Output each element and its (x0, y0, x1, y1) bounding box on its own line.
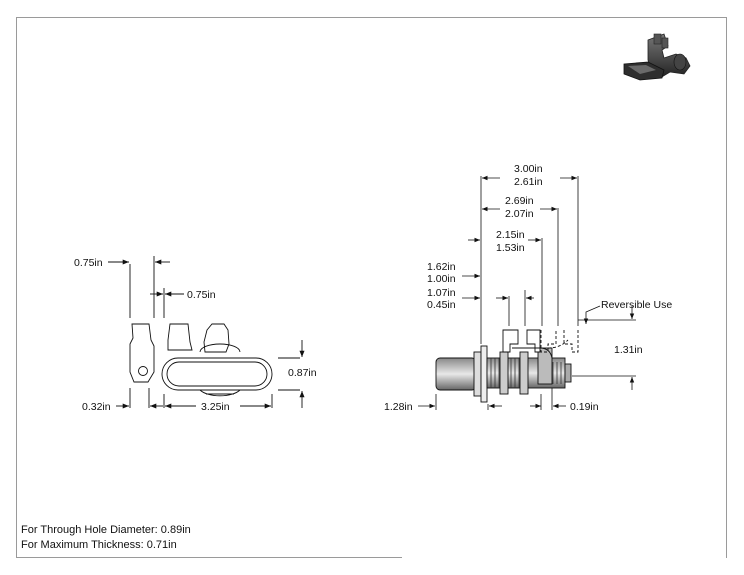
front-view-handle (161, 357, 273, 391)
side-view-knob (435, 357, 477, 391)
dim-side-2-61: 2.61in (514, 176, 543, 188)
dim-front-top-right: 0.75in (187, 289, 216, 301)
side-view-flange (480, 345, 488, 403)
dim-side-0-19: 0.19in (570, 401, 599, 413)
side-view-cam (502, 329, 541, 353)
dim-side-2-15: 2.15in (496, 229, 525, 241)
dim-side-1-31: 1.31in (614, 344, 643, 356)
dim-side-1-07: 1.07in (427, 287, 456, 299)
drawing-frame-bottom-edge (16, 557, 402, 558)
dim-side-1-53: 1.53in (496, 242, 525, 254)
front-view-tab-right (203, 323, 230, 353)
note-through-hole-diameter: For Through Hole Diameter: 0.89in (21, 524, 191, 536)
drawing-frame (16, 17, 727, 558)
dim-front-bottom-left: 0.32in (82, 401, 111, 413)
isometric-latch-icon (623, 33, 691, 81)
side-view-dimensions (418, 175, 636, 410)
dim-side-2-69: 2.69in (505, 195, 534, 207)
dim-side-1-00: 1.00in (427, 273, 456, 285)
dim-side-2-07: 2.07in (505, 208, 534, 220)
reversible-use-label: Reversible Use (601, 299, 672, 311)
dim-side-1-28: 1.28in (384, 401, 413, 413)
side-view-nut-3 (537, 347, 553, 385)
dim-front-height: 0.87in (288, 367, 317, 379)
side-view-nut-1 (499, 351, 509, 395)
dim-side-3-00: 3.00in (514, 163, 543, 175)
side-view (435, 329, 579, 403)
dim-front-width: 3.25in (201, 401, 230, 413)
dim-front-top-left: 0.75in (74, 257, 103, 269)
front-view-tab-left (129, 323, 155, 383)
dim-side-0-45: 0.45in (427, 299, 456, 311)
side-view-nut-2 (519, 351, 529, 395)
front-view-tab-middle (167, 323, 193, 351)
note-maximum-thickness: For Maximum Thickness: 0.71in (21, 539, 177, 551)
dim-side-1-62: 1.62in (427, 261, 456, 273)
front-view (108, 256, 305, 409)
